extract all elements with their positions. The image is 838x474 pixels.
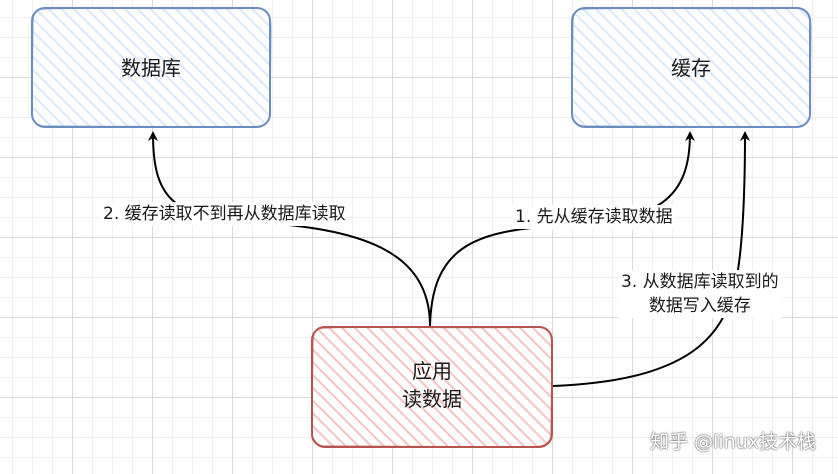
- edge-label-step3-line1: 3. 从数据库读取到的: [621, 272, 779, 292]
- edge-label-step3-line2: 数据写入缓存: [648, 296, 751, 316]
- app-label-line1: 应用: [412, 359, 452, 383]
- edge-label-step2: 2. 缓存读取不到再从数据库读取: [100, 202, 349, 226]
- edge-label-step3: 3. 从数据库读取到的 数据写入缓存: [618, 270, 782, 318]
- edge-label-step1: 1. 先从缓存读取数据: [512, 205, 676, 229]
- database-box-sketch: [31, 7, 272, 128]
- edge-app-to-database[interactable]: [148, 131, 431, 327]
- cache-node[interactable]: [571, 7, 812, 128]
- cache-label: 缓存: [671, 56, 711, 80]
- edge-app-writeback-cache[interactable]: [552, 131, 750, 387]
- watermark: 知乎 @linux技术栈: [650, 431, 816, 453]
- cache-box-sketch: [571, 7, 812, 128]
- app-box-sketch: [311, 326, 553, 448]
- app-node[interactable]: [311, 326, 553, 448]
- database-label: 数据库: [121, 56, 181, 80]
- app-label: 应用 读数据: [312, 357, 552, 413]
- database-node[interactable]: [31, 7, 272, 128]
- app-label-line2: 读数据: [402, 387, 462, 411]
